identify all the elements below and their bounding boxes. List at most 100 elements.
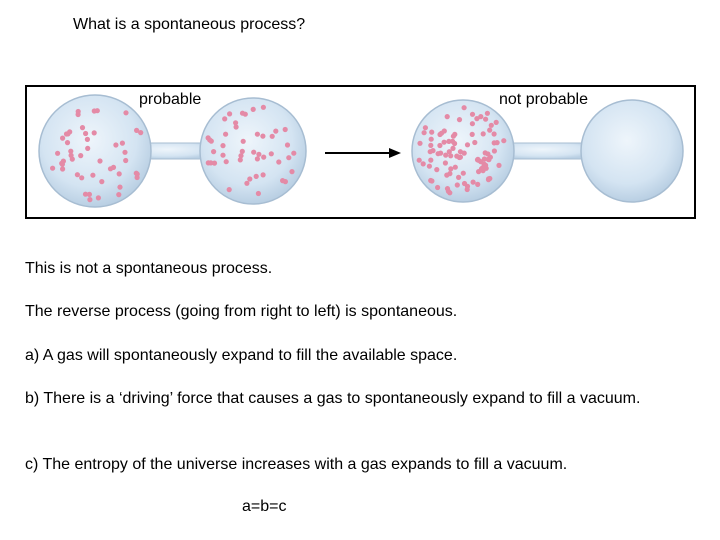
gas-molecule [475,181,481,187]
gas-molecule [261,154,267,160]
gas-molecule [469,121,475,127]
gas-molecule [448,166,454,172]
gas-molecule [454,153,460,159]
gas-molecule [60,166,66,172]
gas-molecule [284,142,291,148]
gas-molecule [496,162,502,168]
gas-molecule [469,131,475,137]
gas-molecule [260,104,266,110]
gas-molecule [233,120,239,126]
gas-molecule [437,142,443,149]
option-a: a) A gas will spontaneously expand to fi… [25,347,458,364]
gas-molecule [60,158,66,164]
gas-molecule [117,184,123,190]
gas-molecule [97,158,103,164]
gas-molecule [485,156,491,162]
gas-molecule [282,126,288,133]
molecules-left-bulb-1 [50,108,144,203]
gas-molecule [220,152,226,158]
gas-molecule [291,150,297,156]
gas-molecule [472,139,478,146]
gas-molecule [420,161,426,167]
gas-molecule [90,172,96,178]
gas-molecule [460,170,466,176]
option-c: c) The entropy of the universe increases… [25,456,568,473]
gas-molecule [211,160,218,166]
gas-molecule [86,191,92,197]
gas-molecule [113,142,119,148]
gas-molecule [50,165,56,171]
gas-molecule [442,160,448,166]
gas-molecule [242,111,248,117]
statement-reverse-spontaneous: The reverse process (going from right to… [25,303,458,320]
gas-molecule [464,142,471,148]
gas-molecule [107,166,114,172]
gas-molecule [443,152,449,158]
gas-molecule [254,131,260,137]
gas-molecule [482,150,488,156]
gas-molecule [428,142,434,148]
gas-molecule [481,156,487,162]
gas-molecule [123,157,129,164]
gas-molecule [205,160,211,166]
gas-molecule [494,140,500,146]
gas-molecule [273,128,279,134]
gas-molecule [486,176,492,182]
gas-molecule [491,131,497,137]
left-bulb-1 [38,94,152,208]
gas-molecule [487,127,493,133]
gas-molecule [60,135,66,141]
gas-molecule [269,133,275,139]
gas-molecule [476,169,482,175]
gas-molecule [237,157,243,163]
gas-molecule [116,192,122,198]
gas-molecule [87,197,93,203]
gas-molecule [470,179,476,185]
gas-molecule [83,130,89,137]
gas-molecule [79,175,85,181]
gas-molecule [289,169,295,175]
gas-molecule [64,140,71,146]
gas-molecule [63,131,70,137]
gas-molecule [119,140,125,146]
gas-molecule [79,125,86,131]
gas-molecule [84,136,90,142]
slide-title: What is a spontaneous process? [73,16,306,33]
gas-molecule [134,127,140,133]
gas-molecule [483,165,489,171]
gas-molecule [247,176,253,182]
gas-expansion-diagram [38,94,684,208]
gas-molecule [282,179,288,185]
gas-molecule [82,191,89,197]
gas-molecule [488,122,494,128]
gas-molecule [222,116,228,122]
gas-molecule [256,151,262,157]
gas-molecule [461,105,467,111]
gas-molecule [452,164,458,170]
gas-molecule [447,171,453,177]
not-probable-label: not probable [499,91,588,108]
gas-molecule [441,139,447,145]
gas-molecule [474,116,480,122]
gas-molecule [501,138,507,144]
gas-molecule [446,149,452,155]
gas-molecule [268,151,274,157]
gas-molecule [456,117,463,123]
gas-molecule [253,173,259,179]
gas-molecule [421,130,427,136]
gas-molecule [461,180,468,187]
gas-molecule [454,182,460,188]
molecules-right-bulb [416,105,507,196]
gas-molecule [74,172,80,178]
gas-molecule [99,179,105,185]
gas-molecule [456,174,462,180]
gas-molecule [435,184,441,191]
gas-molecule [422,125,428,131]
gas-molecule [428,136,434,142]
gas-molecule [416,157,422,163]
gas-molecule [493,119,499,125]
gas-molecule [75,108,81,115]
gas-molecule [260,172,266,178]
gas-molecule [450,145,456,151]
gas-expansion-figure: probable not probable [25,85,696,219]
